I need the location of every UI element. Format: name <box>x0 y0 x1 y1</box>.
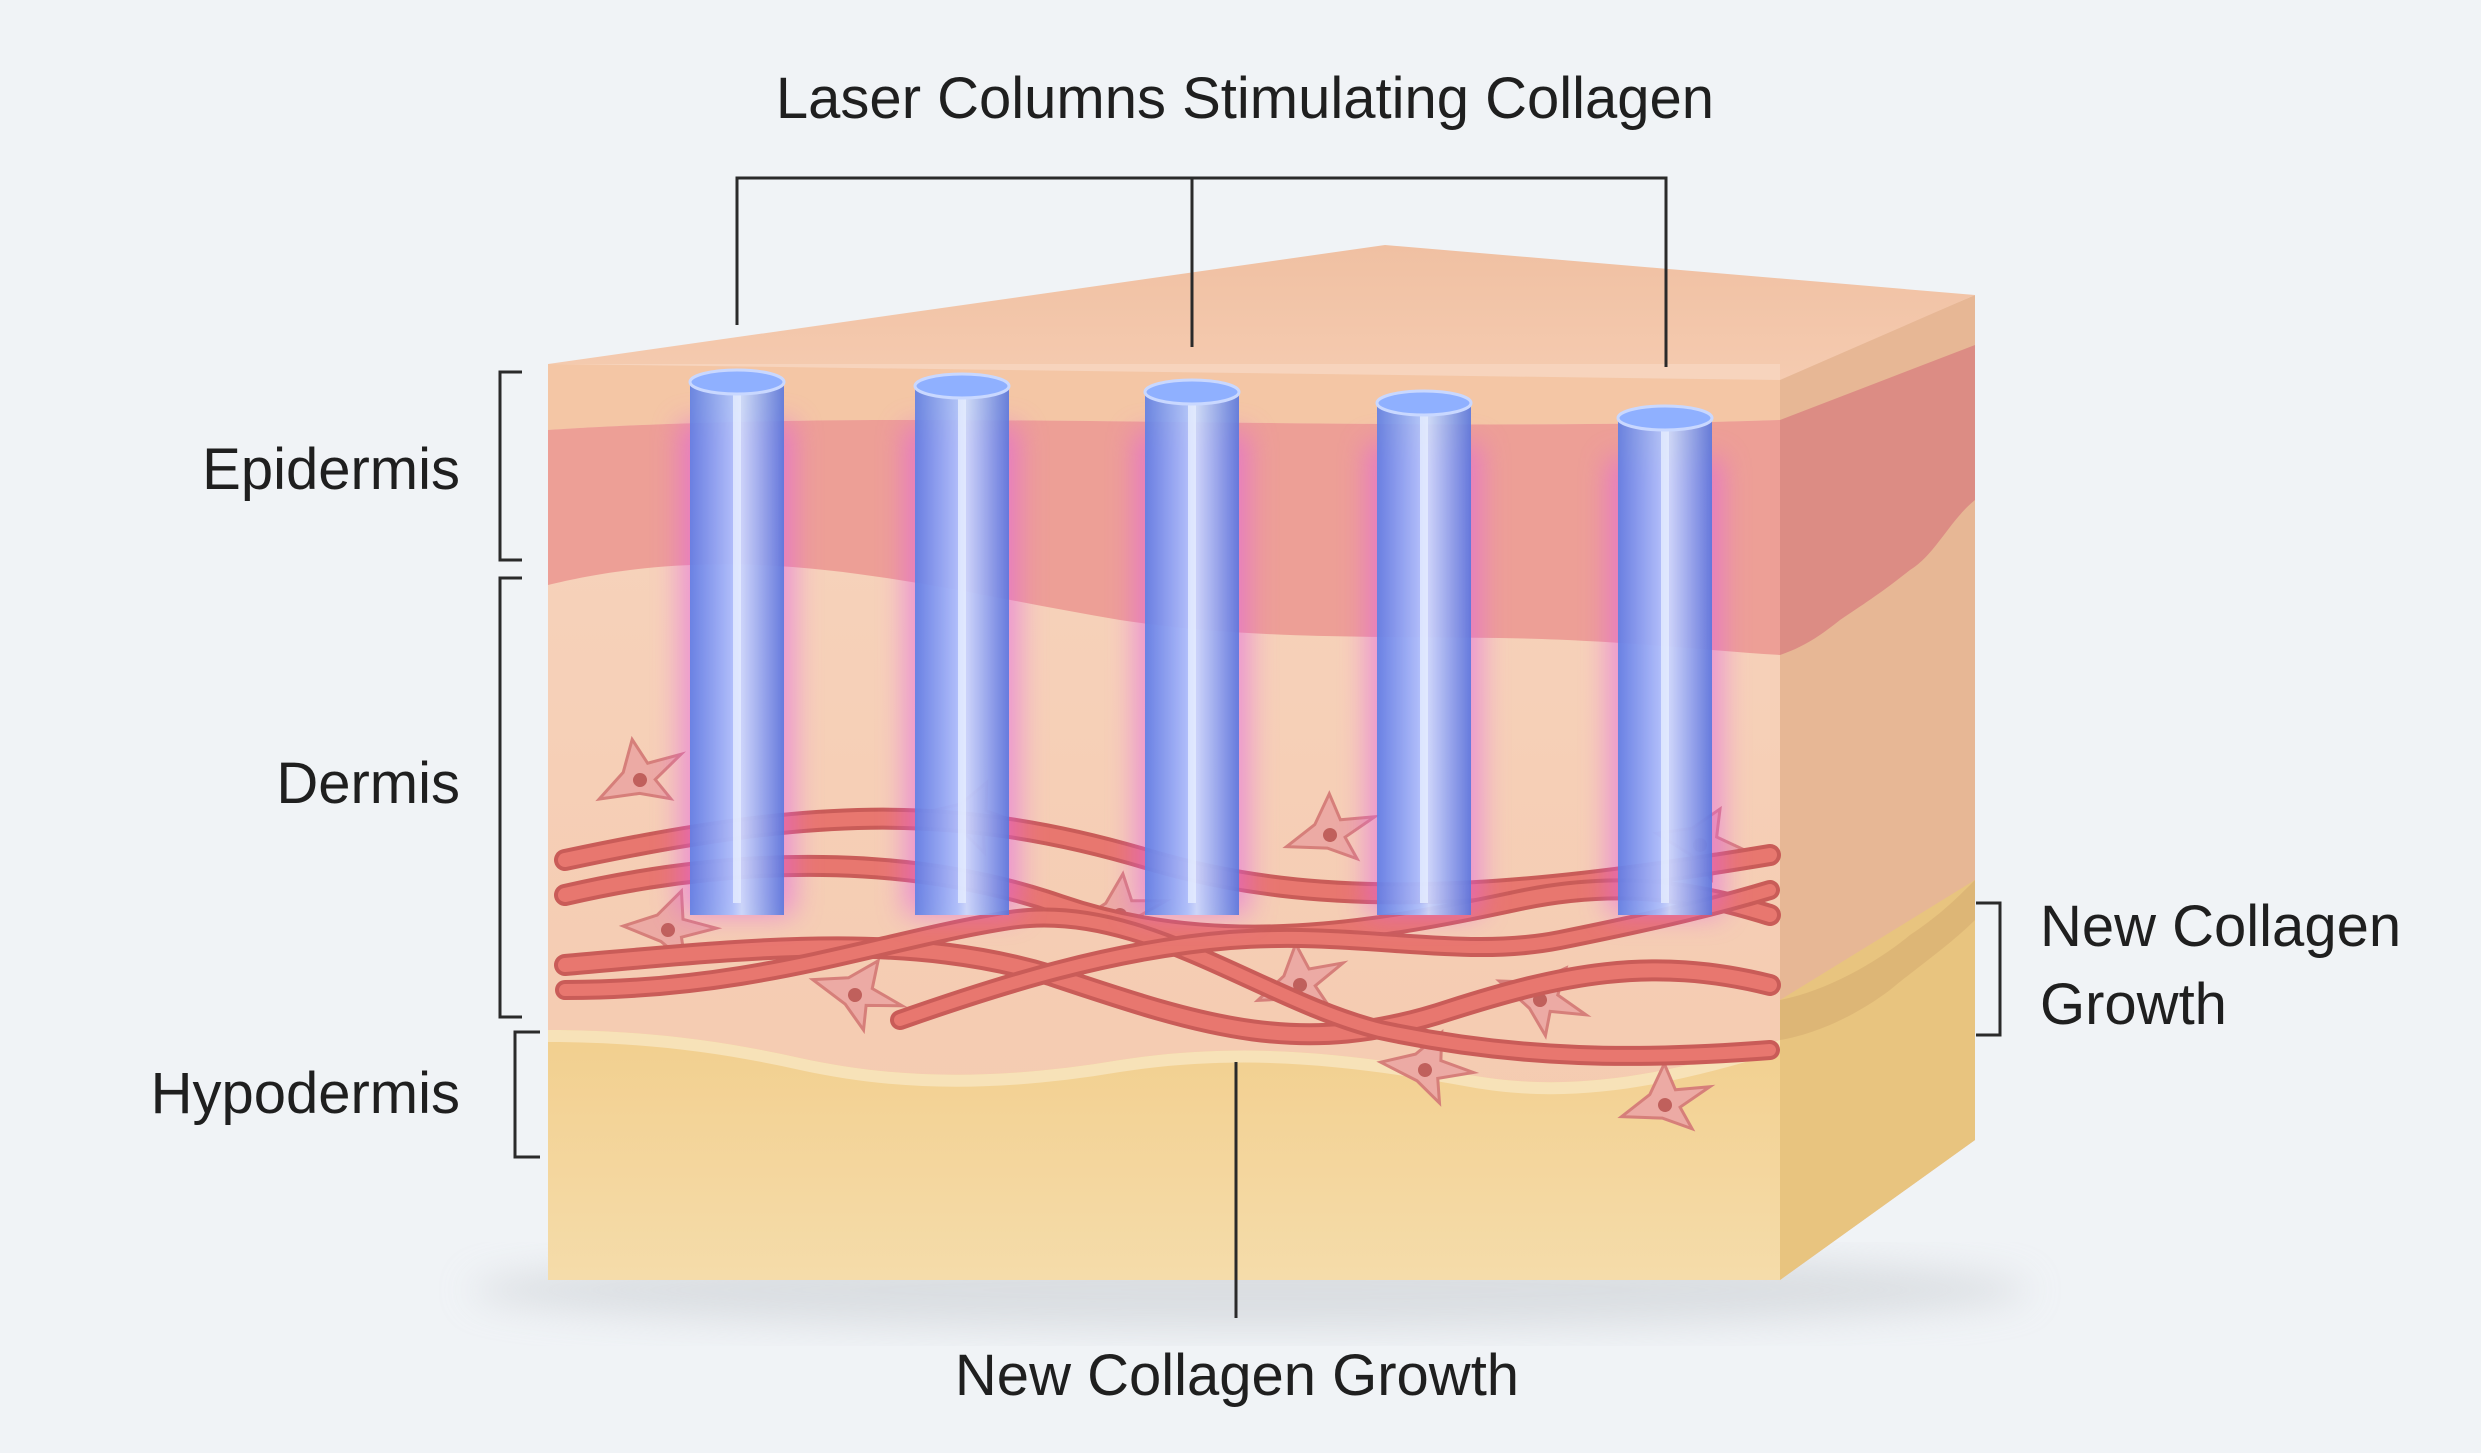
label-hypodermis: Hypodermis <box>151 1061 460 1126</box>
label-new-collagen-side-line2: Growth <box>2040 972 2227 1037</box>
collagen-fiber <box>558 940 1777 1042</box>
right-side-hypodermis-edge <box>1780 880 1975 1040</box>
laser-column <box>905 372 1019 915</box>
laser-cap <box>688 368 786 396</box>
laser-core <box>1661 426 1669 903</box>
laser-column <box>1135 378 1249 915</box>
laser-cap <box>913 372 1011 400</box>
fibroblast-cell <box>1617 1060 1716 1132</box>
epidermis-bracket <box>498 370 522 562</box>
front-hypodermis <box>548 1030 1780 1280</box>
laser-column <box>1367 389 1481 915</box>
label-new-collagen-bottom: New Collagen Growth <box>955 1343 1519 1408</box>
block-top <box>548 245 1975 380</box>
laser-core <box>958 394 966 903</box>
laser-core <box>733 390 741 903</box>
right-side-epidermis-band <box>1780 345 1975 655</box>
label-lines <box>498 176 2002 1318</box>
laser-core <box>1420 411 1428 903</box>
fibroblast-cell <box>808 957 908 1035</box>
right-side-hypodermis <box>1780 880 1975 1280</box>
hypodermis-bracket <box>513 1030 540 1159</box>
laser-cap <box>1616 404 1714 432</box>
label-new-collagen-side-line1: New Collagen <box>2040 894 2401 959</box>
laser-core <box>1188 400 1196 903</box>
diagram-title: Laser Columns Stimulating Collagen <box>776 66 1714 131</box>
laser-cap <box>1143 378 1241 406</box>
side-collagen-bracket <box>1976 901 2002 1037</box>
laser-cap <box>1375 389 1473 417</box>
laser-column <box>1608 404 1722 915</box>
label-epidermis: Epidermis <box>202 437 460 502</box>
title-bracket <box>735 176 1668 367</box>
hypodermis-edge <box>548 1030 1780 1095</box>
laser-columns <box>680 368 1722 915</box>
dermis-bracket <box>498 576 522 1019</box>
collagen-fiber <box>894 884 1776 1026</box>
laser-column <box>680 368 794 915</box>
label-dermis: Dermis <box>276 751 460 816</box>
